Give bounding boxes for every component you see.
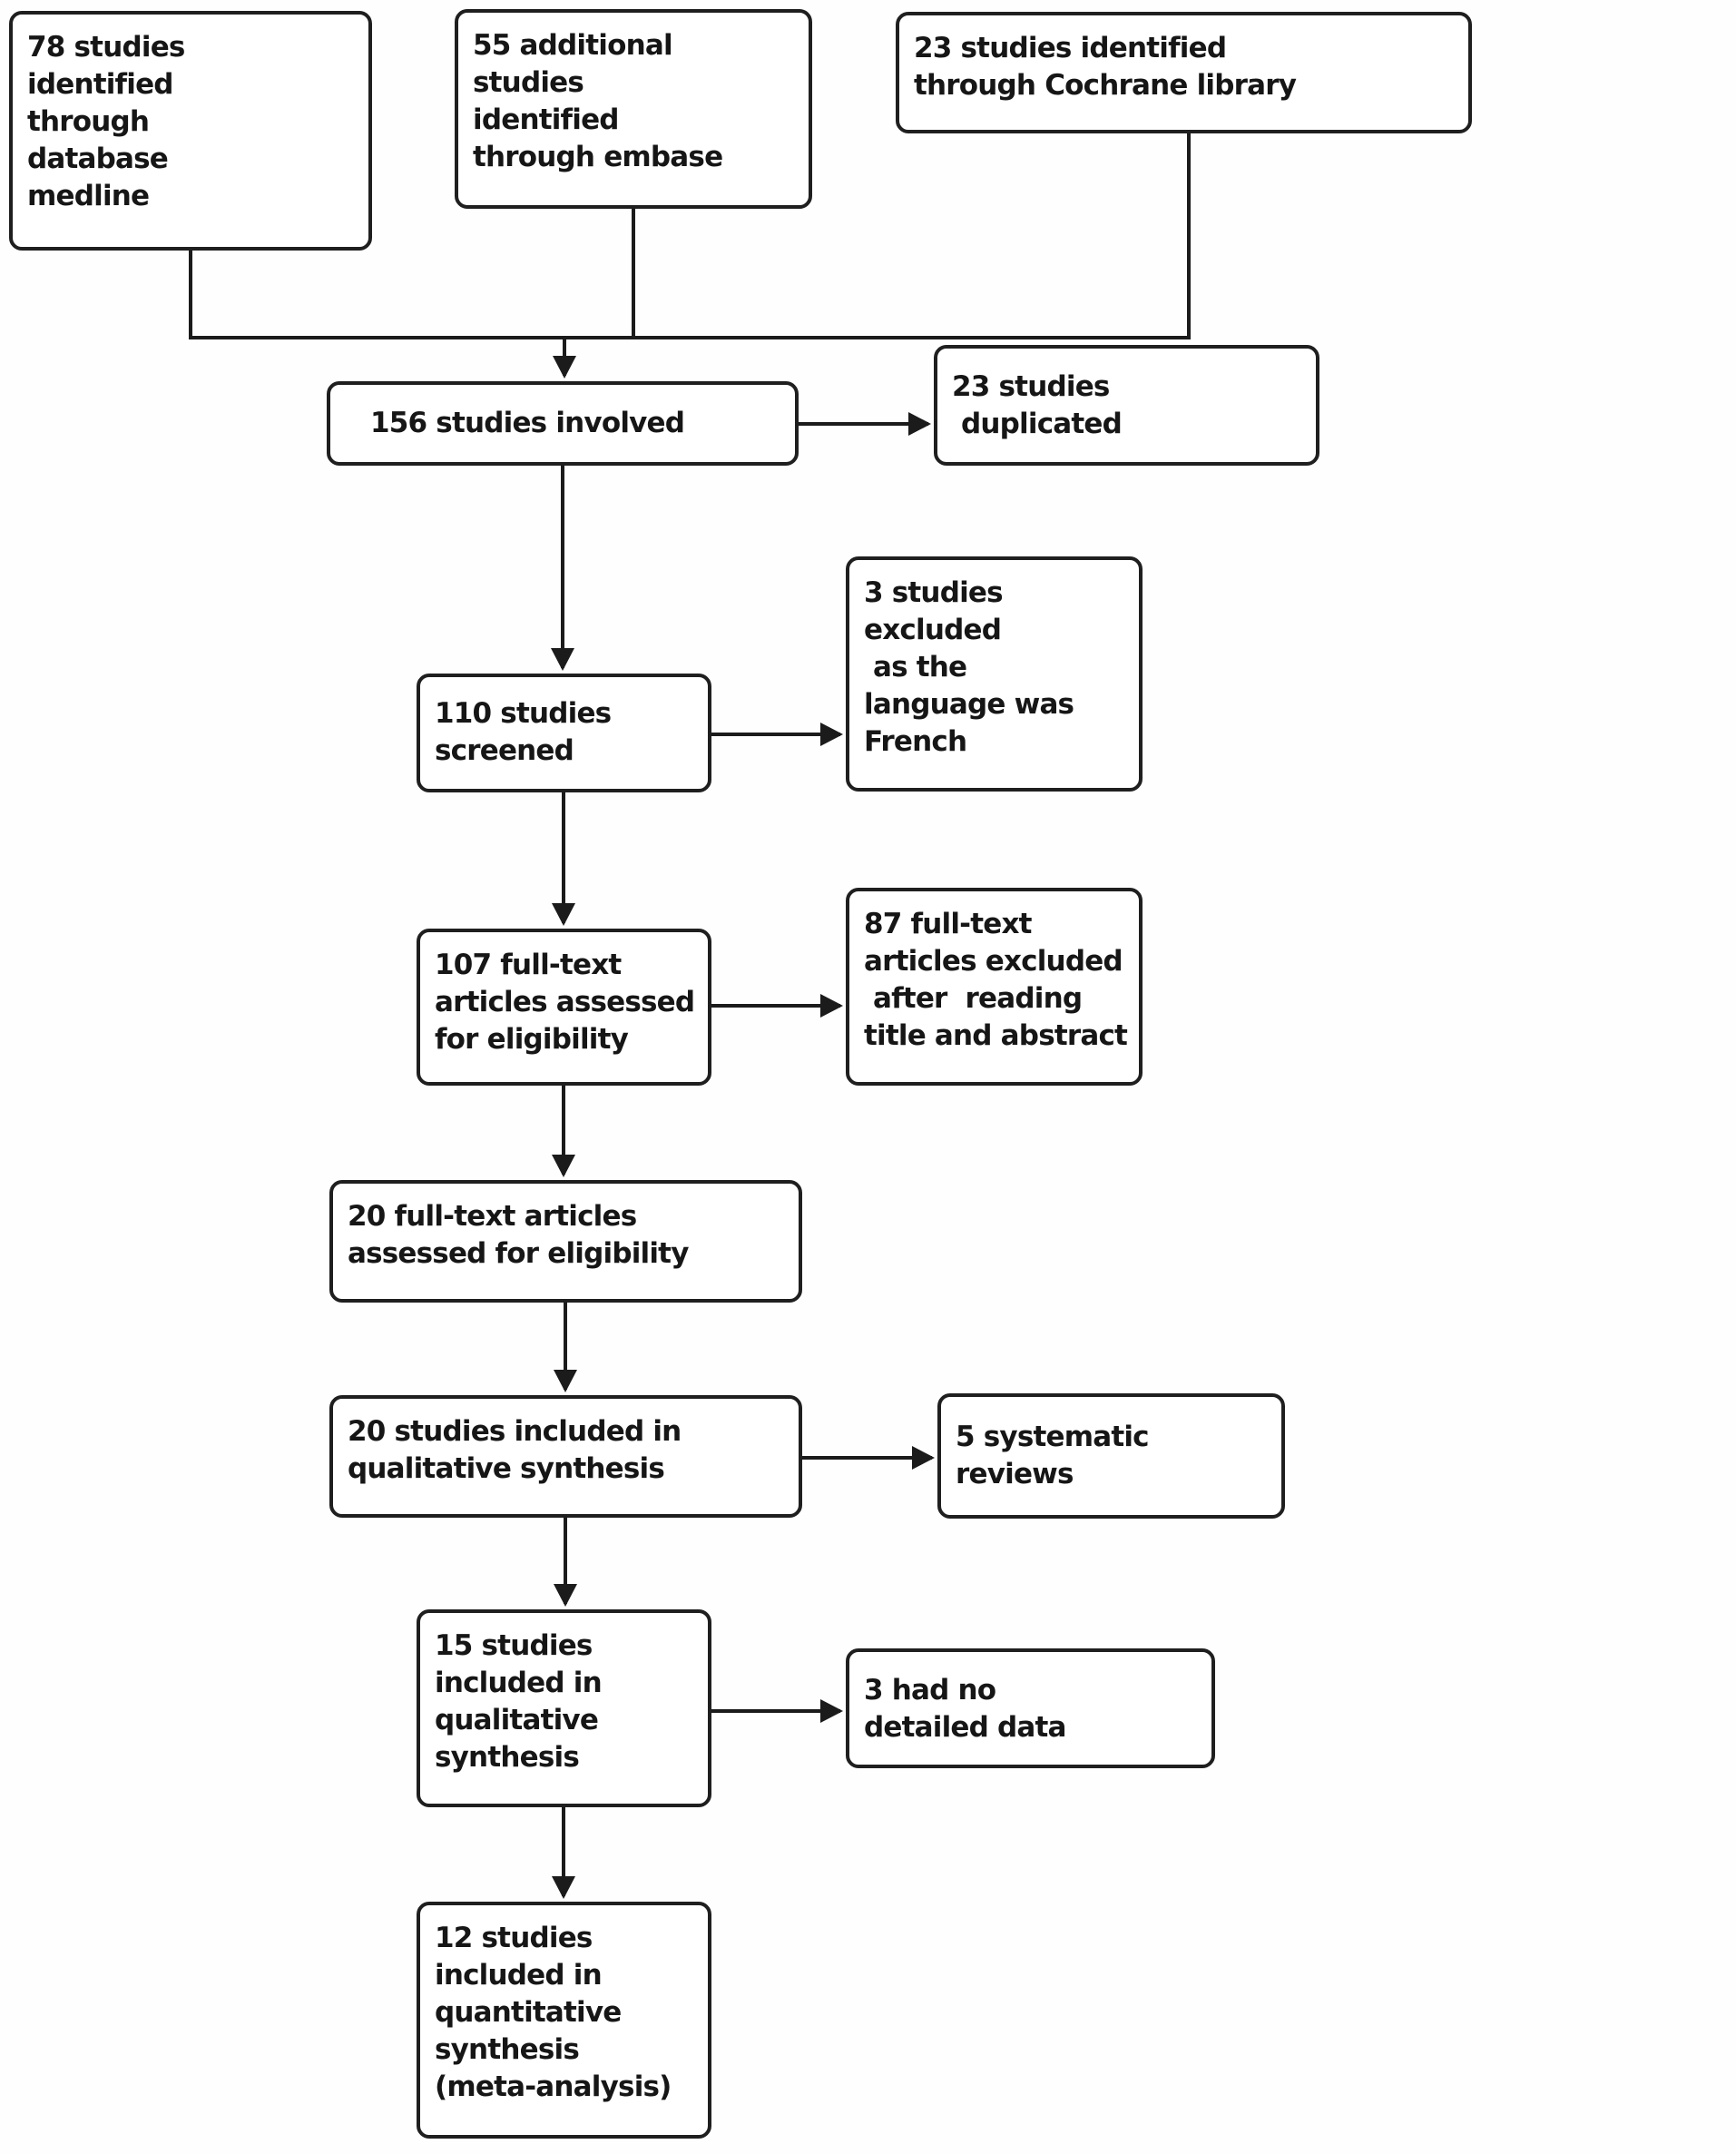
node-fulltext-eligibility: 20 full-text articles assessed for eligi… xyxy=(329,1180,802,1303)
node-cochrane-identified: 23 studies identified through Cochrane l… xyxy=(896,12,1472,133)
node-qualitative-synthesis-15: 15 studies included in qualitative synth… xyxy=(417,1609,711,1807)
node-label: 78 studies identified through database m… xyxy=(27,31,185,212)
node-label: 23 studies duplicated xyxy=(952,370,1123,440)
node-studies-involved: 156 studies involved xyxy=(327,381,799,466)
node-embase-identified: 55 additional studies identified through… xyxy=(455,9,812,209)
node-studies-duplicated: 23 studies duplicated xyxy=(934,345,1319,466)
node-fulltext-assessed: 107 full-text articles assessed for elig… xyxy=(417,929,711,1086)
node-label: 87 full-text articles excluded after rea… xyxy=(864,908,1128,1052)
node-label: 15 studies included in qualitative synth… xyxy=(435,1629,603,1774)
node-fulltext-excluded: 87 full-text articles excluded after rea… xyxy=(846,888,1143,1086)
node-label: 156 studies involved xyxy=(370,407,685,440)
node-systematic-reviews: 5 systematic reviews xyxy=(937,1393,1285,1519)
node-qualitative-included: 20 studies included in qualitative synth… xyxy=(329,1395,802,1518)
node-label: 107 full-text articles assessed for elig… xyxy=(435,949,695,1056)
node-label: 110 studies screened xyxy=(435,697,612,767)
node-label: 3 had no detailed data xyxy=(864,1674,1066,1744)
node-medline-identified: 78 studies identified through database m… xyxy=(9,11,372,251)
node-label: 20 full-text articles assessed for eligi… xyxy=(348,1200,689,1270)
node-label: 5 systematic reviews xyxy=(956,1421,1150,1490)
node-label: 12 studies included in quantitative synt… xyxy=(435,1922,672,2103)
node-label: 55 additional studies identified through… xyxy=(473,29,723,173)
node-no-detailed-data: 3 had no detailed data xyxy=(846,1648,1215,1768)
node-label: 20 studies included in qualitative synth… xyxy=(348,1415,682,1485)
node-label: 3 studies excluded as the language was F… xyxy=(864,576,1074,758)
node-quantitative-meta-analysis: 12 studies included in quantitative synt… xyxy=(417,1902,711,2139)
node-excluded-language-french: 3 studies excluded as the language was F… xyxy=(846,556,1143,792)
node-studies-screened: 110 studies screened xyxy=(417,674,711,792)
node-label: 23 studies identified through Cochrane l… xyxy=(914,32,1297,102)
